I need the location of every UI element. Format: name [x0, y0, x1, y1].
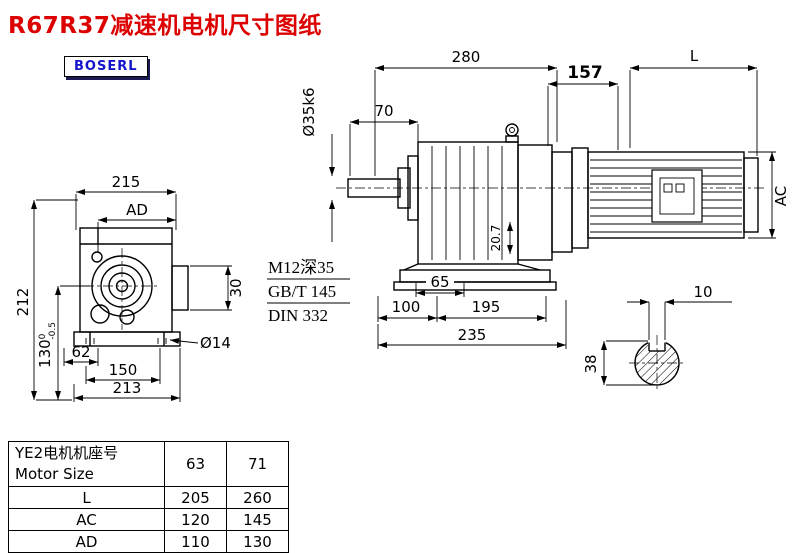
table-row-L: L 205 260 [8, 486, 289, 509]
table-row-AD: AD 110 130 [8, 530, 289, 553]
dim-62: 62 [71, 343, 90, 361]
row-label-AC: AC [8, 508, 165, 531]
row-AC-71: 145 [226, 508, 289, 531]
dim-157: 157 [567, 63, 603, 83]
table-col-71: 71 [226, 441, 289, 487]
row-label-AD: AD [8, 530, 165, 553]
dim-235: 235 [458, 326, 487, 344]
dim-212: 212 [14, 288, 32, 317]
page-title: R67R37减速机电机尺寸图纸 [8, 13, 322, 39]
table-header-en: Motor Size [15, 465, 94, 483]
table-col-63: 63 [164, 441, 227, 487]
dim-130-tol-top: 0 [38, 333, 48, 339]
dim-L: L [690, 47, 699, 65]
dim-AC: AC [772, 186, 790, 206]
dim-213: 213 [113, 379, 142, 397]
boserl-logo: BOSERL [64, 56, 148, 77]
dim-195: 195 [472, 298, 501, 316]
note-gbt145: GB/T 145 [268, 282, 336, 301]
row-AD-63: 110 [164, 530, 227, 553]
dim-AD: AD [126, 201, 148, 219]
front-view-outline [73, 227, 189, 347]
dim-130-tol: 1300-0.5 [36, 322, 58, 368]
side-view-dimensions: 280 70 Ø35k6 157 L AC [267, 47, 790, 349]
motor-size-table: YE2电机机座号 Motor Size 63 71 L 205 260 AC 1… [8, 441, 289, 553]
table-header-row: YE2电机机座号 Motor Size 63 71 [8, 441, 289, 487]
row-label-L: L [8, 486, 165, 509]
dim-65: 65 [430, 273, 449, 291]
dim-20-7: 20.7 [489, 225, 503, 252]
dim-70: 70 [374, 102, 393, 120]
front-view-dimensions: 215 AD 212 1300-0.5 62 150 [14, 173, 245, 402]
dim-130: 130 [36, 339, 54, 368]
dim-150: 150 [109, 361, 138, 379]
dim-shaft-diameter: Ø35k6 [300, 87, 318, 136]
note-din332: DIN 332 [268, 306, 328, 325]
table-row-AC: AC 120 145 [8, 508, 289, 531]
row-L-63: 205 [164, 486, 227, 509]
shaft-section-view: 10 38 [582, 283, 732, 391]
row-AC-63: 120 [164, 508, 227, 531]
dim-100: 100 [392, 298, 421, 316]
note-thread: M12深35 [268, 258, 334, 277]
row-L-71: 260 [226, 486, 289, 509]
dim-130-tol-bottom: -0.5 [48, 322, 58, 340]
row-AD-71: 130 [226, 530, 289, 553]
dim-dia14: Ø14 [200, 334, 231, 352]
table-header-cn: YE2电机机座号 [15, 444, 119, 462]
dim-10: 10 [693, 283, 712, 301]
dim-38: 38 [582, 354, 600, 373]
dim-30: 30 [227, 278, 245, 297]
dim-280: 280 [452, 48, 481, 66]
side-view-outline [336, 123, 764, 291]
dim-215: 215 [112, 173, 141, 191]
